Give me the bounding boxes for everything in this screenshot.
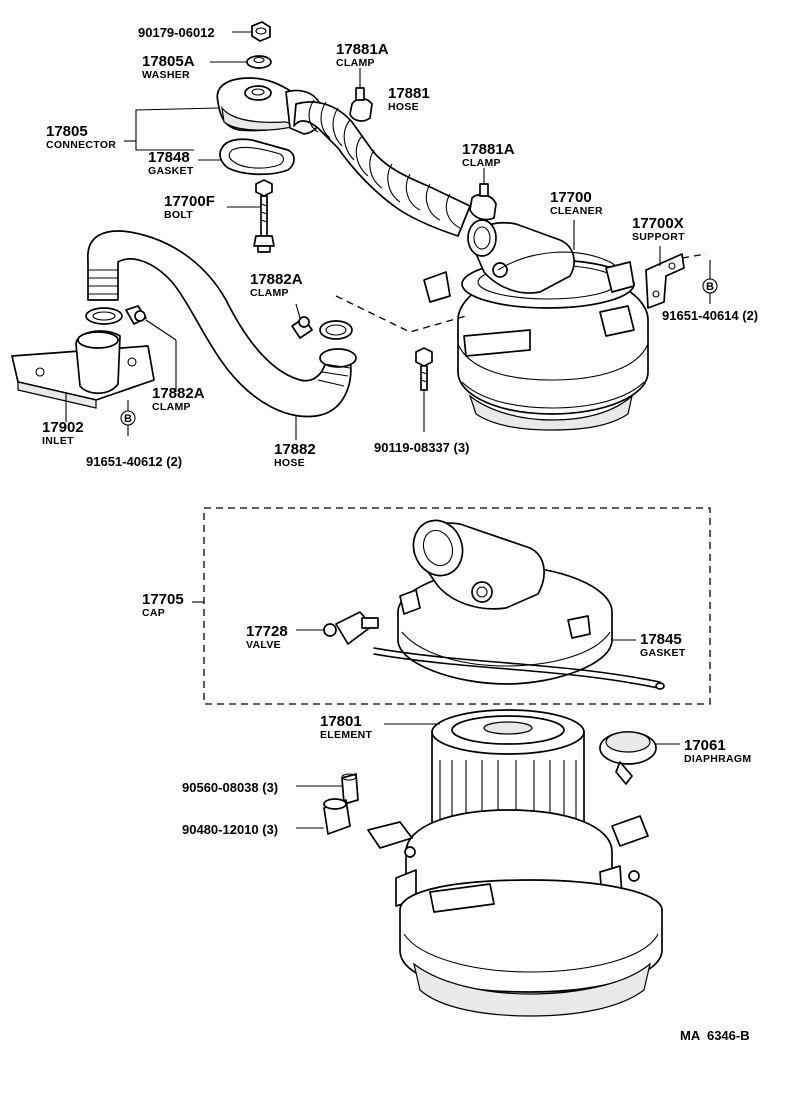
- svg-text:B: B: [706, 281, 714, 293]
- support-dashed-leader: [681, 253, 707, 259]
- label-17700f-name: BOLT: [164, 209, 193, 221]
- clamp-17882a-top: [291, 303, 353, 340]
- inlet-17902: [11, 330, 155, 422]
- svg-text:B: B: [124, 413, 132, 425]
- grommet-90480-12010: [296, 798, 351, 835]
- valve-17728: [296, 611, 379, 645]
- washer-17805a: [210, 55, 272, 69]
- label-17882-number: 17882: [274, 441, 316, 458]
- support-17700x: [645, 246, 685, 309]
- clamp-17881a-mid: [469, 168, 497, 221]
- clamp-17881a-top: [349, 68, 373, 122]
- label-17061-number: 17061: [684, 737, 726, 754]
- label-17700-name: CLEANER: [550, 205, 603, 217]
- label-17902-number: 17902: [42, 419, 84, 436]
- cap-group-box: [203, 507, 711, 705]
- label-17882-name: HOSE: [274, 457, 305, 469]
- label-17902-name: INLET: [42, 435, 74, 447]
- label-17881a-mid-number: 17881A: [462, 141, 515, 158]
- label-17881a-mid-name: CLAMP: [462, 157, 501, 169]
- label-90119-08337: 90119-08337 (3): [374, 440, 469, 455]
- label-17801-number: 17801: [320, 713, 362, 730]
- label-91651-40614: 91651-40614 (2): [662, 308, 758, 323]
- label-17881-name: HOSE: [388, 101, 419, 113]
- clamp-17882a-lower: [85, 305, 177, 392]
- connector-bracket-line: [124, 107, 219, 151]
- label-17705-number: 17705: [142, 591, 184, 608]
- nut-90179-06012: [232, 21, 271, 42]
- hose-17882: [87, 230, 357, 418]
- hose-17881: [293, 99, 471, 237]
- label-17881a-top-name: CLAMP: [336, 57, 375, 69]
- label-17805-name: CONNECTOR: [46, 139, 116, 151]
- label-17845-number: 17845: [640, 631, 682, 648]
- cap-17705: [397, 519, 613, 685]
- label-17845-name: GASKET: [640, 647, 686, 659]
- label-17705-name: CAP: [142, 607, 165, 619]
- label-17881-number: 17881: [388, 85, 430, 102]
- label-17700x-number: 17700X: [632, 215, 684, 232]
- label-17801-name: ELEMENT: [320, 729, 373, 741]
- label-17728-name: VALVE: [246, 639, 281, 651]
- label-90179-06012: 90179-06012: [138, 25, 215, 40]
- label-17848-name: GASKET: [148, 165, 194, 177]
- gasket-17848: [198, 138, 295, 176]
- label-90560-08038: 90560-08038 (3): [182, 780, 278, 795]
- label-17805a-number: 17805A: [142, 53, 195, 70]
- label-90480-12010: 90480-12010 (3): [182, 822, 278, 837]
- cleaner-assembly-17700: [423, 219, 649, 431]
- hose-to-cleaner-dashed-leader: [335, 295, 467, 333]
- label-17700x-name: SUPPORT: [632, 231, 685, 243]
- callout-b-right: B: [702, 260, 718, 304]
- bolt-17700f: [227, 179, 275, 253]
- label-17882a-low-name: CLAMP: [152, 401, 191, 413]
- label-17805-number: 17805: [46, 123, 88, 140]
- spacer-90560-08038: [296, 773, 359, 805]
- label-17881a-top-number: 17881A: [336, 41, 389, 58]
- label-17882a-top-name: CLAMP: [250, 287, 289, 299]
- diaphragm-17061: [599, 731, 680, 785]
- cleaner-case-lower: [367, 809, 663, 1017]
- label-17061-name: DIAPHRAGM: [684, 753, 751, 765]
- gasket-17845: [373, 639, 665, 690]
- label-17728-number: 17728: [246, 623, 288, 640]
- label-17882a-top-number: 17882A: [250, 271, 303, 288]
- figure-code: MA 6346-B: [680, 1028, 750, 1043]
- label-17882a-low-number: 17882A: [152, 385, 205, 402]
- label-91651-40612: 91651-40612 (2): [86, 454, 182, 469]
- bolt-90119-08337: [415, 347, 433, 432]
- label-17700f-number: 17700F: [164, 193, 215, 210]
- label-17700-number: 17700: [550, 189, 592, 206]
- label-17848-number: 17848: [148, 149, 190, 166]
- label-17805a-name: WASHER: [142, 69, 190, 81]
- callout-b-left: B: [120, 400, 136, 436]
